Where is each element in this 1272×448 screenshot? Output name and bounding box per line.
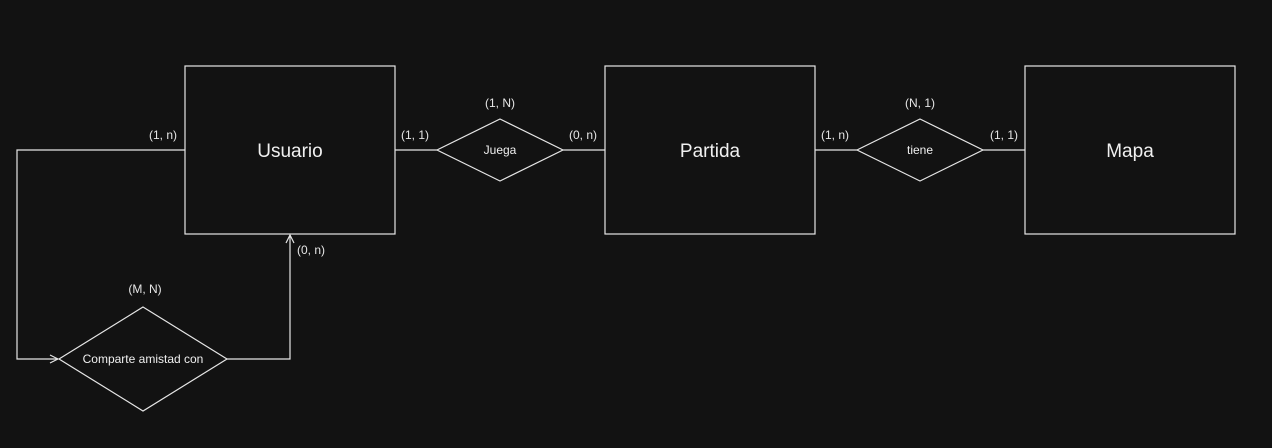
relationship-comparte-label: Comparte amistad con: [83, 352, 204, 366]
relationship-tiene[interactable]: tiene: [855, 118, 985, 182]
cardinality-juega-partida: (0, n): [569, 128, 597, 142]
relationship-comparte[interactable]: Comparte amistad con: [57, 306, 229, 412]
entity-mapa[interactable]: Mapa: [1024, 65, 1236, 235]
entity-partida-box: [604, 65, 816, 235]
entity-mapa-box: [1024, 65, 1236, 235]
connector-usuario-comparte: [16, 149, 185, 359]
cardinality-tiene: (N, 1): [905, 96, 935, 110]
entity-usuario-label: Usuario: [257, 141, 322, 162]
entity-mapa-label: Mapa: [1106, 141, 1154, 162]
cardinality-tiene-mapa: (1, 1): [990, 128, 1018, 142]
relationship-tiene-label: tiene: [907, 143, 933, 157]
cardinality-usuario-left: (1, n): [149, 128, 177, 142]
entity-usuario-box: [184, 65, 396, 235]
relationship-juega[interactable]: Juega: [435, 118, 565, 182]
relationship-tiene-diamond: [855, 118, 985, 182]
entity-usuario[interactable]: Usuario: [184, 65, 396, 235]
connector-comparte-usuario: [227, 235, 290, 360]
relationship-juega-diamond: [435, 118, 565, 182]
cardinality-juega: (1, N): [485, 96, 515, 110]
cardinality-partida-tiene: (1, n): [821, 128, 849, 142]
relationship-juega-label: Juega: [484, 143, 517, 157]
cardinality-usuario-bottom: (0, n): [297, 243, 325, 257]
cardinality-usuario-juega: (1, 1): [401, 128, 429, 142]
entity-partida[interactable]: Partida: [604, 65, 816, 235]
entity-partida-label: Partida: [680, 141, 741, 162]
relationship-comparte-diamond: [57, 306, 229, 412]
cardinality-comparte: (M, N): [128, 282, 161, 296]
